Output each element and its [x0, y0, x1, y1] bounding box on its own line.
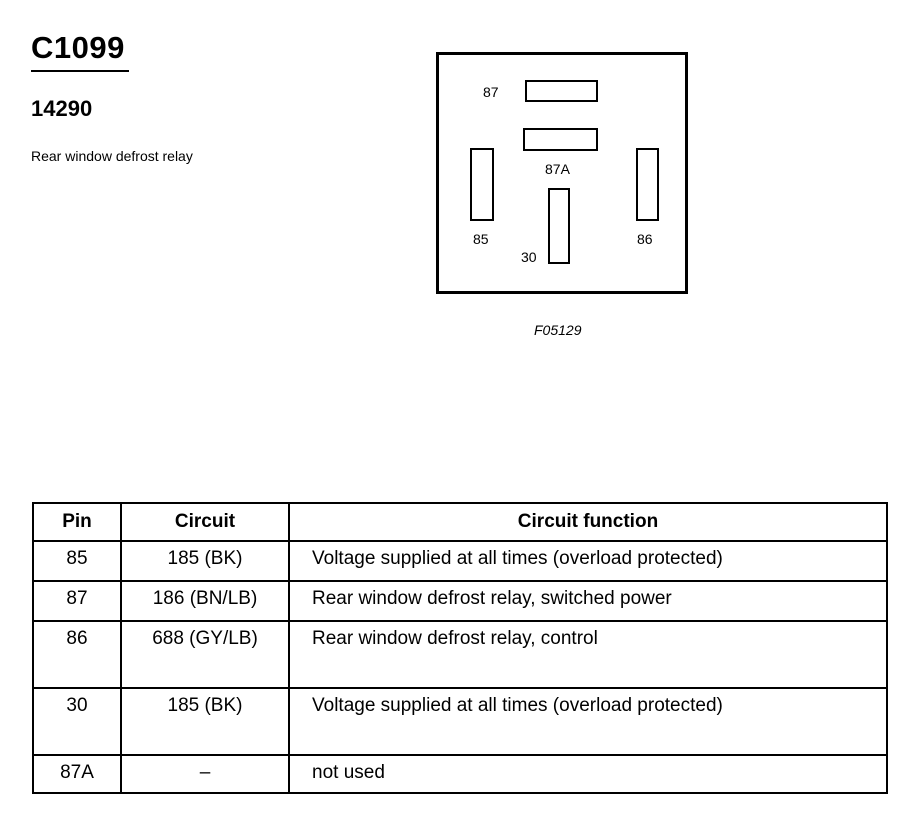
- relay-description: Rear window defrost relay: [31, 148, 193, 164]
- table-row: 87 186 (BN/LB) Rear window defrost relay…: [32, 580, 888, 622]
- cell-function: not used: [288, 754, 888, 794]
- terminal-87: [525, 80, 598, 102]
- terminal-30: [548, 188, 570, 264]
- header-pin: Pin: [32, 502, 122, 542]
- header-circuit-function: Circuit function: [288, 502, 888, 542]
- relay-outline: [436, 52, 688, 294]
- cell-pin: 87A: [32, 754, 122, 794]
- connector-id-underline: [31, 70, 129, 72]
- pin-label-87: 87: [483, 84, 499, 100]
- cell-circuit: 186 (BN/LB): [120, 580, 290, 622]
- cell-circuit: 185 (BK): [120, 687, 290, 756]
- table-row: 85 185 (BK) Voltage supplied at all time…: [32, 540, 888, 582]
- table-row: 30 185 (BK) Voltage supplied at all time…: [32, 687, 888, 756]
- figure-code: F05129: [534, 322, 582, 338]
- cell-pin: 85: [32, 540, 122, 582]
- cell-circuit: –: [120, 754, 290, 794]
- cell-function: Rear window defrost relay, switched powe…: [288, 580, 888, 622]
- pin-label-86: 86: [637, 231, 653, 247]
- pin-table: Pin Circuit Circuit function 85 185 (BK)…: [32, 502, 888, 794]
- pin-label-85: 85: [473, 231, 489, 247]
- part-number: 14290: [31, 96, 93, 121]
- cell-pin: 87: [32, 580, 122, 622]
- cell-function: Voltage supplied at all times (overload …: [288, 540, 888, 582]
- terminal-86: [636, 148, 659, 221]
- cell-pin: 86: [32, 620, 122, 689]
- table-header-row: Pin Circuit Circuit function: [32, 502, 888, 542]
- connector-id: C1099: [31, 30, 125, 65]
- table-row: 86 688 (GY/LB) Rear window defrost relay…: [32, 620, 888, 689]
- cell-function: Rear window defrost relay, control: [288, 620, 888, 689]
- pin-label-87a: 87A: [545, 161, 570, 177]
- cell-function: Voltage supplied at all times (overload …: [288, 687, 888, 756]
- pin-label-30: 30: [521, 249, 537, 265]
- header-circuit: Circuit: [120, 502, 290, 542]
- table-row: 87A – not used: [32, 754, 888, 794]
- terminal-87a: [523, 128, 598, 151]
- terminal-85: [470, 148, 494, 221]
- cell-circuit: 688 (GY/LB): [120, 620, 290, 689]
- cell-circuit: 185 (BK): [120, 540, 290, 582]
- cell-pin: 30: [32, 687, 122, 756]
